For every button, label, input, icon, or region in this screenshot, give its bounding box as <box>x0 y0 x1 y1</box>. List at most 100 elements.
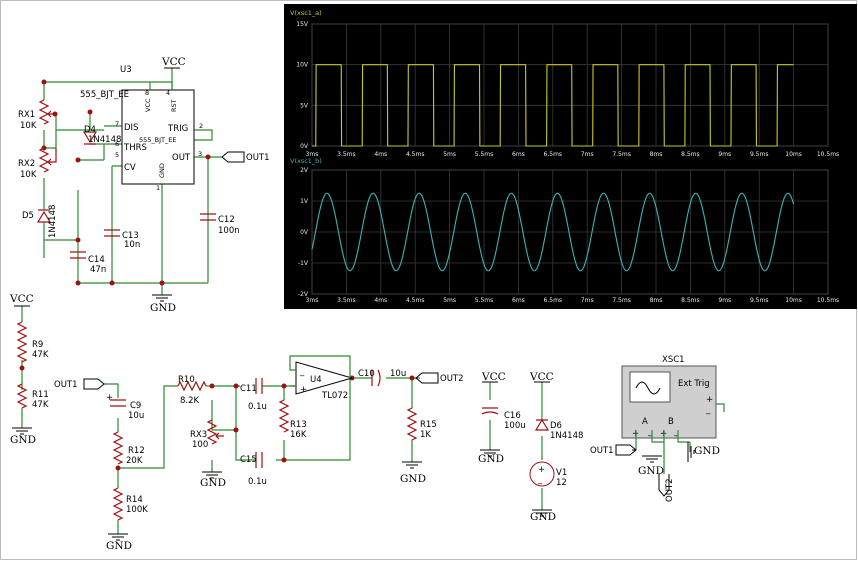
c12-value: 100n <box>218 226 240 236</box>
r15-ref: R15 <box>420 420 437 430</box>
x-tick-label: 8ms <box>650 297 663 304</box>
vcc-label: VCC <box>161 56 186 68</box>
scope-wave-icon <box>635 381 661 395</box>
d4-ref: D4 <box>84 125 96 135</box>
y-tick-label: -2V <box>298 291 309 298</box>
plot-title: V(xsc1_b) <box>290 157 322 165</box>
c16-value: 100u <box>504 421 526 431</box>
plot-area <box>311 23 829 147</box>
timer-pin-num-5: 5 <box>115 151 119 159</box>
r12-resistor[interactable] <box>112 431 124 465</box>
out1-label-scope: OUT1 <box>590 446 614 456</box>
u4-value: TL072 <box>321 391 348 401</box>
timer-model: 555_BJT_EE <box>80 90 129 100</box>
gnd-label-r14: GND <box>106 540 132 552</box>
gnd-label-bias: GND <box>10 434 36 446</box>
gnd-symbol-c16 <box>480 449 500 457</box>
scope-a-minus: _ <box>647 427 653 437</box>
u4-ref: U4 <box>310 375 322 385</box>
gnd-symbol-scope-a <box>642 455 662 463</box>
y-tick-label: 2V <box>300 167 309 174</box>
timer-pin-cv: CV <box>124 163 136 173</box>
out2-port-filter <box>415 372 439 384</box>
timer-pin-rst: RST <box>170 99 178 112</box>
d6-diode[interactable] <box>534 418 550 431</box>
c15-value: 0.1u <box>248 477 267 487</box>
rx3-potentiometer[interactable] <box>206 419 218 445</box>
c9-value: 10u <box>128 411 144 421</box>
r9-value: 47K <box>32 350 49 360</box>
r11-resistor[interactable] <box>16 383 28 409</box>
c12-capacitor[interactable] <box>200 213 216 221</box>
rx3-ref: RX3 <box>190 430 207 440</box>
v1-plus: + <box>538 465 545 475</box>
c12-ref: C12 <box>218 215 235 225</box>
timer-pin-trig: TRIG <box>167 124 188 134</box>
rx1-ref: RX1 <box>18 110 35 120</box>
y-tick-label: 0V <box>300 229 309 236</box>
d4-diode[interactable] <box>82 131 98 145</box>
rx1-value: 10K <box>20 121 37 131</box>
gnd-label-scope-a: GND <box>638 465 664 477</box>
gnd-symbol-timer <box>152 294 172 302</box>
d6-value: 1N4148 <box>550 431 583 441</box>
x-tick-label: 3.5ms <box>337 297 356 304</box>
x-tick-label: 6.5ms <box>544 151 563 158</box>
r11-value: 47K <box>32 400 49 410</box>
gnd-label-v1: GND <box>530 511 556 523</box>
x-tick-label: 8.5ms <box>681 151 700 158</box>
gnd-symbol-r14 <box>108 533 128 541</box>
x-tick-label: 9.5ms <box>750 151 769 158</box>
x-tick-label: 6ms <box>512 297 525 304</box>
c9-capacitor[interactable] <box>110 399 126 407</box>
d6-ref: D6 <box>550 421 562 431</box>
out1-label-filter: OUT1 <box>54 380 78 390</box>
timer-pin-out: OUT <box>172 153 191 163</box>
rx1-potentiometer[interactable] <box>38 99 50 125</box>
x-tick-label: 5.5ms <box>475 151 494 158</box>
gnd-symbol-bias <box>12 427 32 435</box>
c10-capacitor[interactable] <box>371 369 381 387</box>
timer-pin-num-3: 3 <box>198 150 202 158</box>
x-tick-label: 4ms <box>374 151 387 158</box>
filter-section: VCC GND R9 47K R11 47K OUT1 + C9 10u R12… <box>9 293 583 552</box>
u4-plus: + <box>300 385 307 395</box>
x-tick-label: 8.5ms <box>681 297 700 304</box>
series-trace <box>311 192 795 272</box>
x-tick-label: 10ms <box>785 151 802 158</box>
c13-capacitor[interactable] <box>104 229 120 237</box>
c11-capacitor[interactable] <box>255 378 263 394</box>
c15-capacitor[interactable] <box>255 452 263 468</box>
u4-opamp[interactable] <box>295 361 354 395</box>
x-tick-label: 3.5ms <box>337 151 356 158</box>
x-tick-label: 9ms <box>718 151 731 158</box>
x-tick-label: 10ms <box>785 297 802 304</box>
rx2-potentiometer[interactable] <box>38 147 50 173</box>
x-tick-label: 7ms <box>581 297 594 304</box>
r13-resistor[interactable] <box>278 399 290 433</box>
gnd-symbol-scope-b <box>687 442 695 462</box>
oscilloscope-xsc1[interactable]: XSC1 Ext Trig A B + _ + _ + _ GND GND OU… <box>590 355 725 502</box>
gnd-label-rx3: GND <box>200 477 226 489</box>
out1-port-timer <box>221 151 245 163</box>
c16-capacitor[interactable] <box>481 407 499 415</box>
r15-resistor[interactable] <box>406 407 418 441</box>
x-tick-label: 7.5ms <box>612 297 631 304</box>
r10-resistor[interactable] <box>177 380 207 392</box>
timer-part-inner: 555_BJT_EE <box>139 136 176 144</box>
timer-pin-vcc: VCC <box>144 98 152 112</box>
gnd-symbol-v1 <box>532 509 552 517</box>
x-tick-label: 4.5ms <box>406 297 425 304</box>
scope-trig-plus: + <box>706 395 713 405</box>
c15-ref: C15 <box>240 455 257 465</box>
r9-resistor[interactable] <box>16 321 28 363</box>
c14-capacitor[interactable] <box>70 251 86 259</box>
c14-ref: C14 <box>88 255 105 265</box>
r14-resistor[interactable] <box>112 487 124 521</box>
v1-source[interactable] <box>529 461 555 487</box>
scope-channel-b: B <box>668 417 674 427</box>
vcc-label-d6: VCC <box>529 371 554 383</box>
c9-ref: C9 <box>130 401 141 411</box>
c10-ref: C10 <box>358 369 375 379</box>
